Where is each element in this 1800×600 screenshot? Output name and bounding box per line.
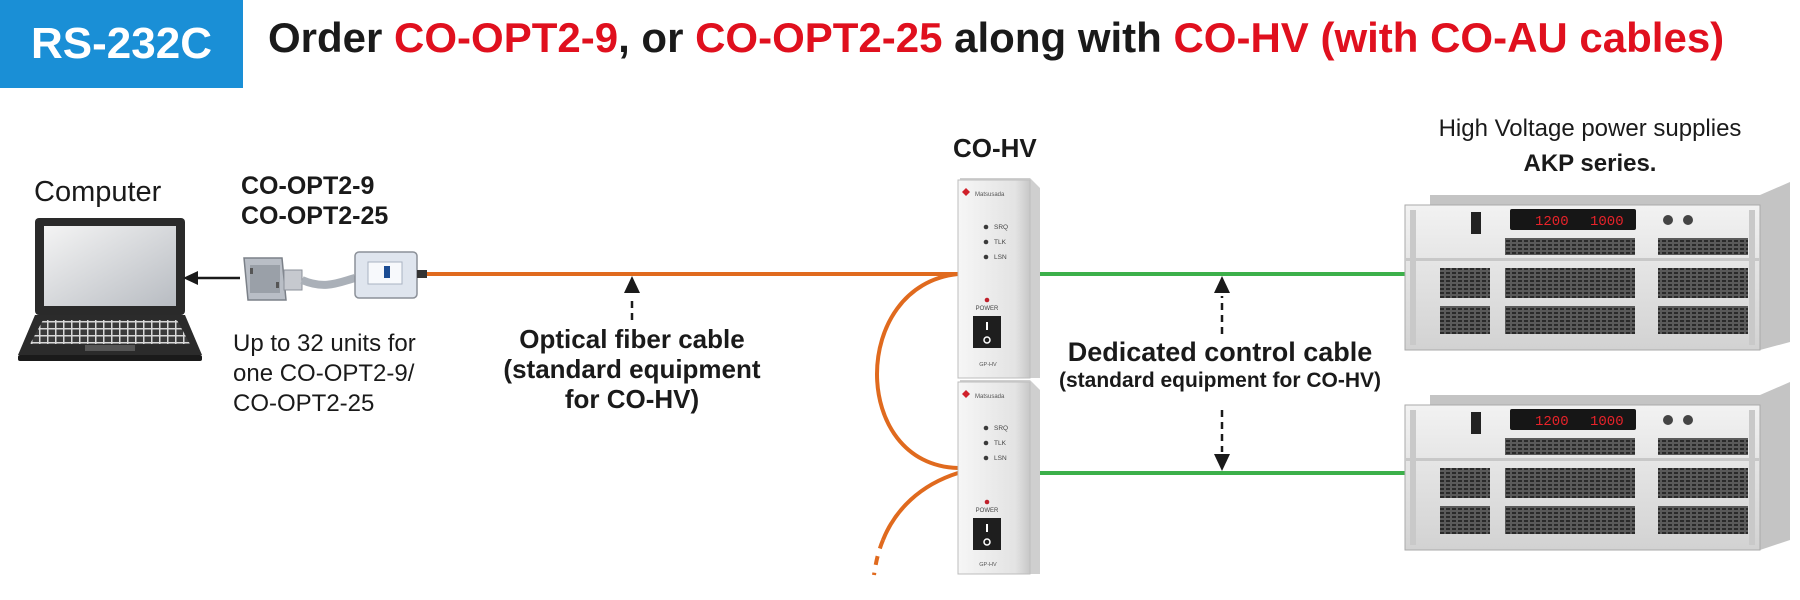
- akp-1-display-2: 1000: [1590, 214, 1624, 230]
- co-hv-2-model: GP-HV: [979, 562, 997, 568]
- akp-2-display-1: 1200: [1535, 414, 1569, 430]
- co-hv-1-model: GP-HV: [979, 362, 997, 368]
- headline-co-opt2-25: CO-OPT2-25: [695, 14, 943, 61]
- co-hv-1-power-label: POWER: [976, 306, 999, 312]
- co-hv-1-lsn: LSN: [994, 254, 1007, 261]
- co-hv-2-srq: SRQ: [994, 425, 1008, 432]
- control-caption-1: Dedicated control cable: [1067, 337, 1373, 367]
- co-hv-unit-2: Matsusada SRQ TLK LSN POWER GP-HV: [957, 380, 1040, 575]
- akp-2-switch: [1471, 412, 1481, 434]
- fiber-continuation: [881, 471, 959, 541]
- co-hv-2-lsn: LSN: [994, 455, 1007, 462]
- co-hv-title: CO-HV: [953, 133, 1037, 163]
- control-pointer-arrow-down: [1214, 410, 1230, 471]
- akp-caption-2: AKP series.: [1523, 150, 1657, 177]
- adapter-note-3: CO-OPT2-25: [233, 390, 375, 417]
- fiber-caption-1: Optical fiber cable: [519, 324, 745, 354]
- akp-power-supply-1: 1200 1000: [1404, 182, 1790, 351]
- akp-caption-1: High Voltage power supplies: [1438, 115, 1742, 142]
- co-hv-1-tlk: TLK: [994, 239, 1007, 246]
- fiber-loop: [875, 272, 959, 470]
- fiber-caption-2: (standard equipment: [503, 354, 761, 384]
- co-hv-1-logo-icon: [962, 188, 970, 196]
- akp-1-display: [1510, 209, 1636, 230]
- fiber-pointer-arrow: [624, 276, 640, 320]
- co-hv-2-tlk: TLK: [994, 440, 1007, 447]
- fiber-caption-3: for CO-HV): [564, 384, 700, 414]
- headline-co-opt2-9: CO-OPT2-9: [394, 14, 619, 61]
- headline-order: Order: [268, 14, 395, 61]
- headline-co-hv: CO-HV (with CO-AU cables): [1173, 14, 1725, 61]
- computer-label: Computer: [34, 176, 162, 208]
- akp-1-display-1: 1200: [1535, 214, 1569, 230]
- akp-2-display: [1510, 409, 1636, 430]
- adapter-note-2: one CO-OPT2-9/: [233, 360, 415, 387]
- fiber-continuation-dashed: [872, 539, 885, 576]
- co-hv-unit-1: Matsusada SRQ TLK LSN POWER GP-HV: [957, 178, 1040, 379]
- co-hv-2-logo-icon: [962, 390, 970, 398]
- akp-power-supply-2: 1200 1000: [1404, 382, 1790, 551]
- control-pointer-arrow-up: [1214, 276, 1230, 334]
- adapter-name-2: CO-OPT2-25: [241, 202, 389, 230]
- page-headline: Order CO-OPT2-9, or CO-OPT2-25 along wit…: [268, 14, 1724, 62]
- arrow-to-computer: [183, 271, 240, 285]
- co-hv-2-brand: Matsusada: [975, 394, 1005, 400]
- headline-or: , or: [618, 14, 696, 61]
- adapter-name-1: CO-OPT2-9: [241, 172, 375, 200]
- co-opt-adapter-icon: [243, 251, 427, 301]
- akp-2-display-2: 1000: [1590, 414, 1624, 430]
- laptop-icon: [18, 218, 202, 361]
- co-hv-1-srq: SRQ: [994, 224, 1008, 231]
- co-hv-2-power-label: POWER: [976, 508, 999, 514]
- rs232c-badge: RS-232C: [0, 0, 243, 88]
- headline-along-with: along with: [942, 14, 1174, 61]
- akp-1-switch: [1471, 212, 1481, 234]
- co-hv-1-brand: Matsusada: [975, 192, 1005, 198]
- adapter-note-1: Up to 32 units for: [233, 330, 416, 357]
- control-caption-2: (standard equipment for CO-HV): [1058, 369, 1381, 392]
